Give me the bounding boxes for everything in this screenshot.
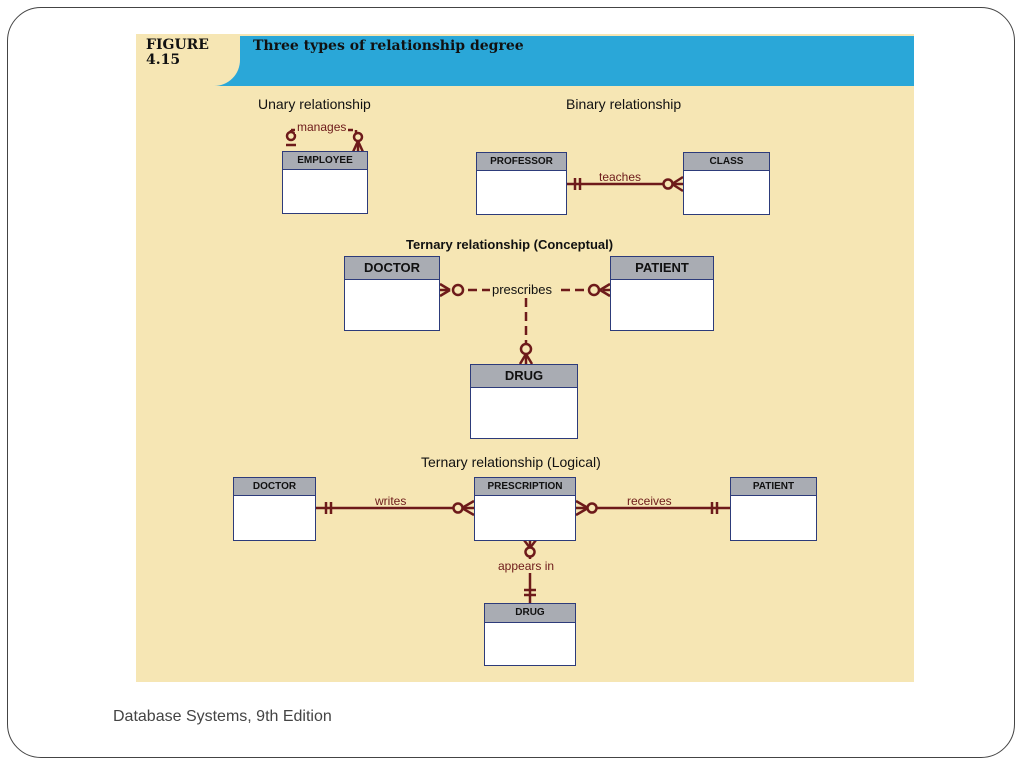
conceptual-drug-entity-name: DRUG — [471, 365, 577, 388]
binary-teaches-line — [567, 175, 684, 193]
conceptual-relationship-label: prescribes — [492, 282, 552, 297]
figure-title: Three types of relationship degree — [253, 38, 524, 54]
figure-number: FIGURE 4.15 — [146, 37, 209, 68]
ternary-conceptual-title: Ternary relationship (Conceptual) — [406, 237, 614, 252]
conceptual-doctor-entity[interactable]: DOCTOR — [344, 256, 440, 331]
prescription-entity-name: PRESCRIPTION — [475, 478, 575, 496]
logical-receives-line — [575, 499, 730, 517]
logical-patient-entity[interactable]: PATIENT — [730, 477, 817, 541]
class-entity[interactable]: CLASS — [683, 152, 770, 215]
logical-patient-entity-name: PATIENT — [731, 478, 816, 496]
logical-drug-entity[interactable]: DRUG — [484, 603, 576, 666]
binary-relationship-label: teaches — [599, 170, 642, 184]
class-entity-name: CLASS — [684, 153, 769, 171]
employee-entity-name: EMPLOYEE — [283, 152, 367, 170]
unary-relationship-label: manages — [295, 120, 349, 134]
figure-panel: FIGURE 4.15 Three types of relationship … — [136, 34, 914, 682]
relationship-lines — [285, 128, 730, 604]
conceptual-patient-entity[interactable]: PATIENT — [610, 256, 714, 331]
conceptual-prescribes-lines — [439, 282, 611, 365]
binary-title: Binary relationship — [566, 96, 682, 112]
logical-doctor-entity[interactable]: DOCTOR — [233, 477, 316, 541]
prescription-entity[interactable]: PRESCRIPTION — [474, 477, 576, 541]
employee-entity[interactable]: EMPLOYEE — [282, 151, 368, 214]
logical-writes-label: writes — [375, 494, 407, 508]
logical-doctor-entity-name: DOCTOR — [234, 478, 315, 496]
professor-entity-name: PROFESSOR — [477, 153, 566, 171]
logical-drug-entity-name: DRUG — [485, 604, 575, 623]
logical-writes-line — [316, 499, 475, 517]
unary-title: Unary relationship — [258, 96, 371, 112]
logical-appears-in-label: appears in — [497, 559, 556, 573]
ternary-logical-title: Ternary relationship (Logical) — [421, 454, 601, 470]
conceptual-drug-entity[interactable]: DRUG — [470, 364, 578, 439]
figure-label-tab: FIGURE 4.15 — [136, 34, 240, 86]
unary-manages-line — [285, 128, 365, 153]
figure-header-bar — [136, 36, 914, 86]
logical-receives-label: receives — [627, 494, 672, 508]
conceptual-doctor-entity-name: DOCTOR — [345, 257, 439, 280]
conceptual-patient-entity-name: PATIENT — [611, 257, 713, 280]
professor-entity[interactable]: PROFESSOR — [476, 152, 567, 215]
slide-caption: Database Systems, 9th Edition — [113, 708, 332, 725]
